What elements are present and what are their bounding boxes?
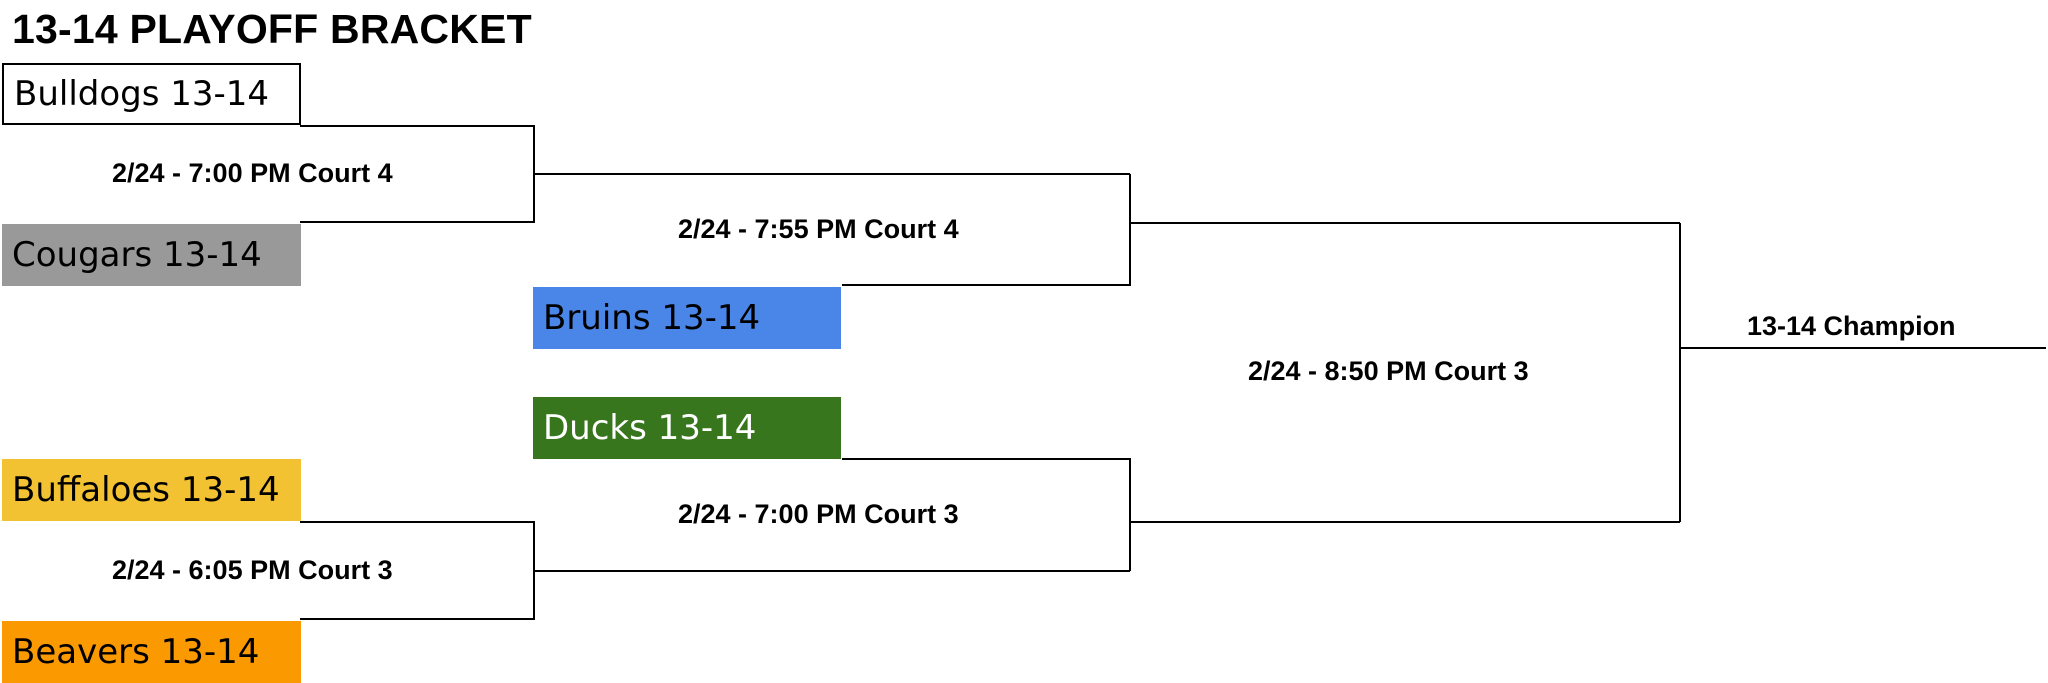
team-buffaloes: Buffaloes 13-14 — [2, 459, 301, 521]
match-r1-bottom: 2/24 - 6:05 PM Court 3 — [112, 555, 393, 585]
team-buffaloes-label: Buffaloes 13-14 — [12, 470, 280, 510]
team-cougars-label: Cougars 13-14 — [12, 235, 262, 275]
champion-label: 13-14 Champion — [1747, 311, 1956, 341]
r2-top-connector — [842, 174, 1131, 286]
team-cougars: Cougars 13-14 — [2, 224, 301, 286]
team-bulldogs: Bulldogs 13-14 — [2, 63, 301, 125]
team-beavers-label: Beavers 13-14 — [12, 632, 260, 672]
match-final: 2/24 - 8:50 PM Court 3 — [1248, 356, 1529, 386]
team-ducks: Ducks 13-14 — [533, 397, 841, 459]
page-title: 13-14 PLAYOFF BRACKET — [12, 6, 532, 52]
match-r2-top: 2/24 - 7:55 PM Court 4 — [678, 214, 959, 244]
team-bruins: Bruins 13-14 — [533, 287, 841, 349]
team-bulldogs-label: Bulldogs 13-14 — [14, 74, 270, 114]
r2-bottom-connector — [842, 458, 1131, 571]
match-r1-top: 2/24 - 7:00 PM Court 4 — [112, 158, 393, 188]
match-r2-bottom: 2/24 - 7:00 PM Court 3 — [678, 499, 959, 529]
team-ducks-label: Ducks 13-14 — [543, 408, 757, 448]
team-beavers: Beavers 13-14 — [2, 621, 301, 683]
team-bruins-label: Bruins 13-14 — [543, 298, 761, 338]
